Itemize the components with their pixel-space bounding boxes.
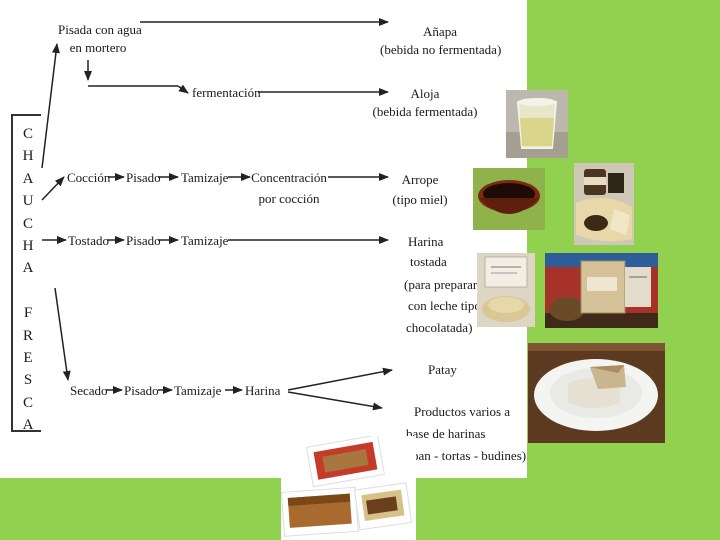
- product-harina-line4: con leche tipo: [408, 298, 481, 313]
- step-tamizaje-4: Tamizaje: [174, 383, 222, 398]
- step-pisado-3: Pisado: [126, 233, 161, 248]
- source-letter: C: [22, 394, 33, 411]
- product-harina-line2: tostada: [410, 254, 447, 269]
- product-anapa-line1: Añapa: [423, 24, 457, 39]
- source-letter: E: [23, 350, 33, 366]
- arrow-to-secado: [54, 287, 71, 381]
- product-harina-line3: (para preparar: [404, 277, 478, 292]
- source-letter: F: [23, 305, 33, 322]
- product-aloja-line1: Aloja: [410, 86, 440, 101]
- product-varios-line3: pan - tortas - budines): [412, 448, 527, 463]
- arrow-fermentacion-down: [177, 84, 189, 94]
- product-aloja-line2: (bebida fermentada): [372, 104, 478, 119]
- source-letter: R: [22, 327, 33, 344]
- step-secado: Secado: [70, 383, 108, 398]
- arrow-to-pisada: [41, 43, 60, 169]
- budines-photo: [281, 436, 416, 540]
- step-harina-4: Harina: [245, 383, 281, 398]
- step-fermentacion: fermentación: [192, 85, 261, 100]
- source-letter: A: [22, 260, 34, 277]
- product-arrope-line2: (tipo miel): [392, 192, 448, 207]
- arrow-to-productos: [287, 391, 383, 411]
- step-pisado-4: Pisado: [124, 383, 159, 398]
- step-coccion: Cocción: [67, 170, 111, 185]
- source-letter: A: [22, 417, 34, 434]
- arrow-to-coccion: [41, 176, 65, 201]
- green-panel-bottom-left: [0, 478, 281, 540]
- aloja-glass-photo: [506, 90, 568, 158]
- arrow-to-patay: [287, 367, 393, 391]
- patay-plate-photo: [528, 343, 665, 443]
- source-letter: C: [22, 215, 33, 232]
- harina-bag-photo: [477, 253, 535, 327]
- product-harina-line5: chocolatada): [406, 320, 473, 335]
- source-letter: H: [22, 238, 34, 254]
- arrope-bowl-photo: [473, 168, 545, 230]
- step-pisado-2: Pisado: [126, 170, 161, 185]
- step-tamizaje-3: Tamizaje: [181, 233, 229, 248]
- product-patay: Patay: [428, 362, 457, 377]
- product-anapa-line2: (bebida no fermentada): [380, 42, 502, 57]
- product-arrope-line1: Arrope: [401, 172, 439, 187]
- product-harina-line1: Harina: [408, 234, 444, 249]
- product-varios-line2: base de harinas: [406, 426, 486, 441]
- source-letter: C: [22, 126, 33, 142]
- harina-packages-photo: [545, 253, 658, 328]
- step-concentracion-line2: por cocción: [258, 191, 320, 206]
- source-letter: U: [22, 193, 34, 210]
- arrope-jar-photo: [574, 163, 634, 245]
- step-pisada-line2: en mortero: [69, 40, 127, 55]
- source-letter: H: [22, 148, 34, 165]
- step-tamizaje-2: Tamizaje: [181, 170, 229, 185]
- product-varios-line1: Productos varios a: [414, 404, 511, 419]
- step-concentracion-line1: Concentración: [251, 170, 327, 185]
- step-pisada-line1: Pisada con agua: [58, 22, 142, 37]
- green-panel-bottom-mid: [416, 478, 527, 540]
- source-letter: S: [23, 372, 33, 389]
- step-tostado: Tostado: [68, 233, 109, 248]
- source-letter: A: [22, 170, 34, 187]
